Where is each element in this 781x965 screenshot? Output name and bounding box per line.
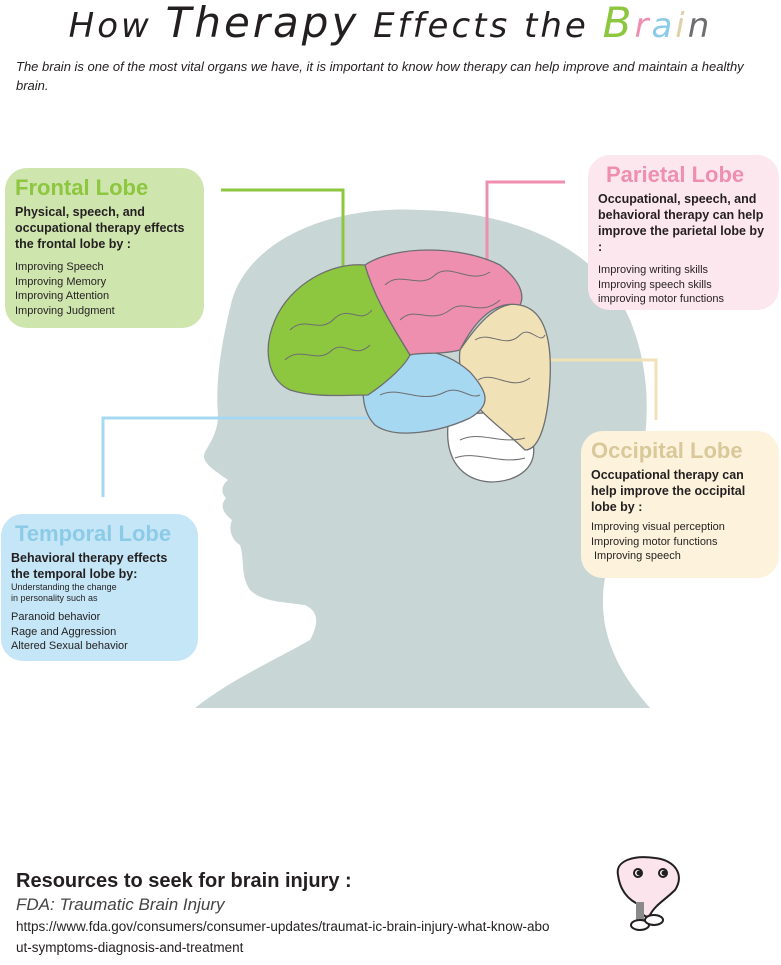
resources-section: Resources to seek for brain injury : FDA… — [16, 868, 556, 958]
list-item: Improving visual perception — [591, 521, 725, 533]
title-brain-letter: r — [634, 6, 652, 46]
card-list: Improving visual perception Improving mo… — [591, 520, 769, 564]
list-item: Improving Speech — [15, 261, 104, 273]
card-title: Occipital Lobe — [591, 438, 743, 463]
card-title: Parietal Lobe — [606, 162, 745, 187]
title-brain-letter: a — [651, 6, 676, 46]
list-item: Improving Judgment — [15, 304, 115, 317]
list-item: Rage and Aggression — [11, 625, 117, 638]
parietal-lobe-shape — [364, 249, 523, 356]
title-word-brain: Brain — [603, 0, 713, 47]
card-note: Understanding the change in personality … — [11, 582, 117, 603]
list-item: Improving motor functions — [591, 535, 718, 548]
title-word: Therapy — [165, 0, 360, 47]
title-word: How — [68, 6, 152, 46]
resources-url-link[interactable]: https://www.fda.gov/consumers/consumer-u… — [16, 919, 550, 955]
list-item: Improving Memory — [15, 275, 107, 288]
intro-text: The brain is one of the most vital organ… — [16, 59, 744, 93]
card-lead: Occupational therapy can help improve th… — [591, 468, 746, 514]
resources-source: FDA: Traumatic Brain Injury — [16, 895, 225, 914]
card-lead: Physical, speech, and occupational thera… — [15, 205, 185, 251]
card-list: Improving writing skills Improving speec… — [598, 263, 769, 307]
list-item: Improving speech — [594, 550, 681, 562]
card-list: Improving Speech Improving Memory Improv… — [15, 260, 194, 318]
brain-mascot-icon — [616, 856, 680, 931]
card-title: Temporal Lobe — [15, 521, 172, 546]
title-word: Effects — [373, 6, 511, 46]
list-item: Improving writing skills — [598, 264, 709, 276]
resources-title: Resources to seek for brain injury : — [16, 870, 352, 892]
temporal-lobe-card: Temporal Lobe Behavioral therapy effects… — [1, 514, 198, 661]
occipital-lobe-card: Occipital Lobe Occupational therapy can … — [581, 431, 779, 578]
brain-gyri — [284, 270, 546, 461]
page-title: How Therapy Effects the Brain — [0, 0, 781, 47]
title-brain-letter: B — [602, 0, 635, 47]
title-brain-letter: n — [687, 6, 713, 46]
parietal-lobe-card: Parietal Lobe Occupational, speech, and … — [588, 155, 779, 310]
card-list: Paranoid behavior Rage and Aggression Al… — [11, 610, 188, 654]
title-word: the — [524, 6, 589, 46]
card-lead: Behavioral therapy effects the temporal … — [11, 551, 168, 581]
list-item: Paranoid behavior — [11, 611, 101, 623]
card-lead: Occupational, speech, and behavioral the… — [598, 192, 765, 254]
card-title: Frontal Lobe — [15, 175, 149, 200]
list-item: Improving Attention — [15, 290, 110, 302]
frontal-lobe-card: Frontal Lobe Physical, speech, and occup… — [5, 168, 204, 328]
list-item: Improving speech skills — [598, 278, 712, 291]
title-brain-letter: i — [675, 6, 688, 46]
list-item: improving motor functions — [598, 293, 724, 305]
list-item: Altered Sexual behavior — [11, 640, 128, 652]
